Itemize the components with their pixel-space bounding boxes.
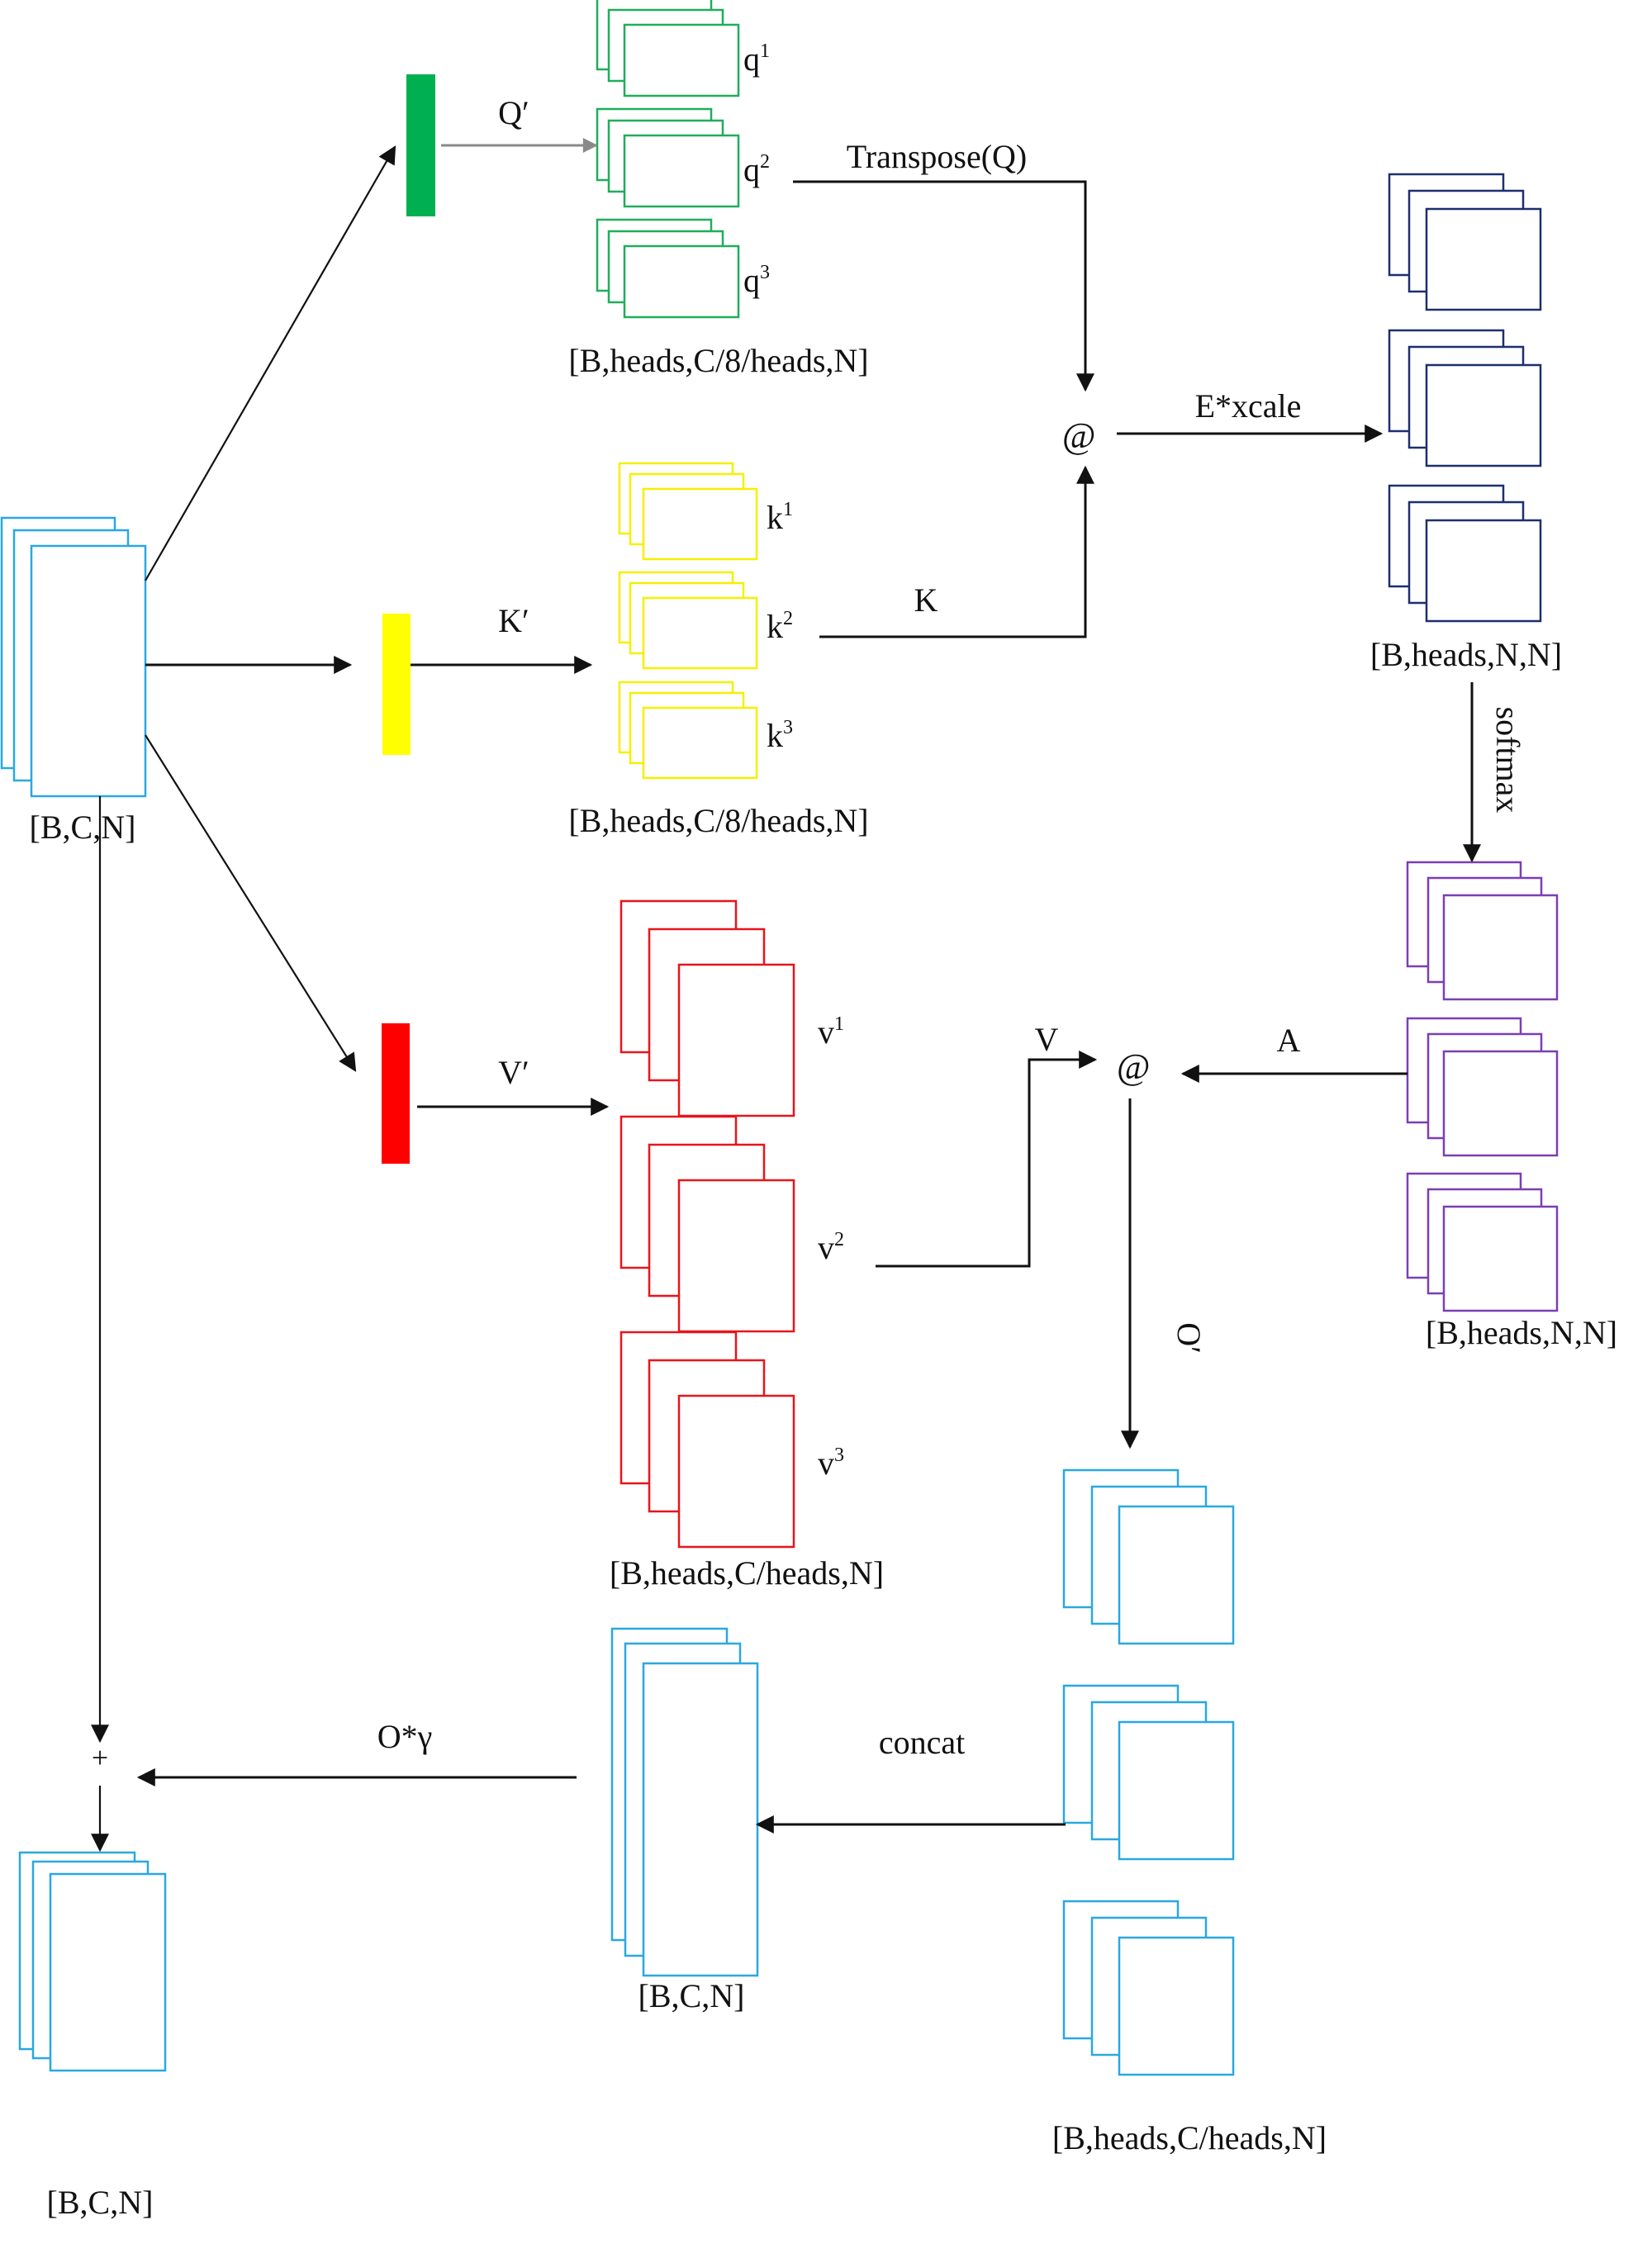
- q-head-stack-3: [596, 218, 740, 319]
- k-head-stack-2: [618, 571, 758, 670]
- attention-head-stack-1-frame-3: [1442, 894, 1559, 1001]
- v-label: V: [1035, 1021, 1059, 1058]
- k-label: K: [914, 581, 938, 619]
- energy-label: E*xcale: [1195, 387, 1302, 425]
- q-head-stack-2: [596, 107, 740, 208]
- q-head-stack-1: [596, 0, 740, 97]
- k-arrow: [819, 465, 1094, 638]
- energy-head-stack-1: [1388, 173, 1542, 311]
- energy-shape-label: [B,heads,N,N]: [1370, 636, 1562, 673]
- output-shape-label: [B,C,N]: [47, 2184, 154, 2221]
- concat-feature-stack: [610, 1627, 759, 1977]
- k-head-stack-2-frame-3: [642, 596, 758, 670]
- v-head-stack-3: [620, 1331, 795, 1549]
- value-projection-bar: [382, 1023, 410, 1164]
- attention-head-stack-2: [1406, 1017, 1559, 1157]
- energy-head-stack-2-frame-3: [1425, 363, 1542, 467]
- output-feature-stack: [18, 1851, 167, 2072]
- energy-head-stack-3: [1388, 484, 1542, 623]
- out-head-stack-1-frame-3: [1118, 1505, 1235, 1645]
- key-projection-bar: [382, 614, 411, 755]
- out-head-stack-3-frame-3: [1118, 1936, 1235, 2076]
- q-head-stack-1-frame-3: [623, 23, 740, 97]
- attention-label: A: [1277, 1022, 1301, 1059]
- v-head-stack-3-frame-3: [677, 1394, 795, 1549]
- v-head-label-3: v3: [818, 1445, 844, 1482]
- tensor-stacks: [0, 0, 1559, 2076]
- out-head-stack-2-frame-3: [1118, 1720, 1235, 1861]
- matmul-operator-1: @: [1062, 415, 1095, 456]
- out-label: O′: [1170, 1322, 1208, 1354]
- k-head-stack-1: [618, 462, 758, 561]
- v-head-label-2: v2: [818, 1229, 844, 1266]
- q-proj-label: Q′: [498, 94, 529, 131]
- out-head-stack-1: [1062, 1468, 1235, 1645]
- k-proj-label: K′: [498, 602, 529, 639]
- q-head-stack-2-frame-3: [623, 134, 740, 208]
- input-to-q-arrow: [145, 145, 396, 581]
- input-shape-label: [B,C,N]: [30, 809, 136, 846]
- v-shape-label: [B,heads,C/heads,N]: [610, 1554, 884, 1592]
- v-head-stack-1: [620, 899, 795, 1117]
- attention-head-stack-1: [1406, 861, 1559, 1001]
- input-feature-stack: [0, 516, 147, 798]
- k-head-label-1: k1: [767, 499, 793, 536]
- v-head-stack-2-frame-3: [677, 1179, 795, 1333]
- v-arrow: [876, 1051, 1098, 1268]
- input-feature-stack-frame-3: [30, 544, 147, 798]
- q-shape-label: [B,heads,C/8/heads,N]: [568, 342, 868, 379]
- energy-head-stack-1-frame-3: [1425, 207, 1542, 311]
- edges: [91, 138, 1481, 1853]
- query-projection-bar: [406, 74, 435, 216]
- out-head-stack-2: [1062, 1684, 1235, 1861]
- k-head-stack-3-frame-3: [642, 706, 758, 780]
- concat-feature-stack-frame-3: [642, 1662, 759, 1977]
- out-head-stack-3: [1062, 1900, 1235, 2076]
- q-head-label-2: q2: [743, 151, 770, 188]
- attention-head-stack-3: [1406, 1172, 1559, 1312]
- scaled-out-label: O*γ: [377, 1718, 433, 1755]
- matmul-operator-2: @: [1117, 1046, 1150, 1087]
- output-feature-stack-frame-3: [49, 1872, 167, 2072]
- v-head-label-1: v1: [818, 1013, 844, 1051]
- v-proj-label: V′: [498, 1054, 529, 1091]
- k-head-stack-1-frame-3: [642, 487, 758, 561]
- attention-head-stack-2-frame-3: [1442, 1050, 1559, 1157]
- k-shape-label: [B,heads,C/8/heads,N]: [568, 802, 868, 839]
- concat-shape-label: [B,C,N]: [638, 1977, 745, 2014]
- energy-head-stack-3-frame-3: [1425, 519, 1542, 623]
- concat-label: concat: [879, 1724, 965, 1761]
- k-head-stack-3: [618, 681, 758, 780]
- v-head-stack-2: [620, 1115, 795, 1333]
- attention-head-stack-3-frame-3: [1442, 1205, 1559, 1312]
- attention-shape-label: [B,heads,N,N]: [1426, 1314, 1617, 1351]
- q-head-stack-3-frame-3: [623, 244, 740, 319]
- transpose-q-arrow: [793, 180, 1094, 392]
- transpose-q-label: Transpose(Q): [847, 138, 1028, 175]
- add-operator: +: [92, 1741, 108, 1774]
- q-head-label-1: q1: [743, 40, 770, 78]
- k-head-label-3: k3: [767, 717, 793, 754]
- input-to-v-arrow: [145, 734, 357, 1072]
- softmax-label: softmax: [1489, 707, 1526, 814]
- v-head-stack-1-frame-3: [677, 963, 795, 1117]
- energy-head-stack-2: [1388, 329, 1542, 467]
- k-head-label-2: k2: [767, 608, 793, 645]
- out-heads-shape-label: [B,heads,C/heads,N]: [1052, 2119, 1327, 2156]
- q-head-label-3: q3: [743, 262, 770, 299]
- head-labels: q1 q2 q3 k1 k2 k3 v1 v2 v3: [743, 40, 844, 1482]
